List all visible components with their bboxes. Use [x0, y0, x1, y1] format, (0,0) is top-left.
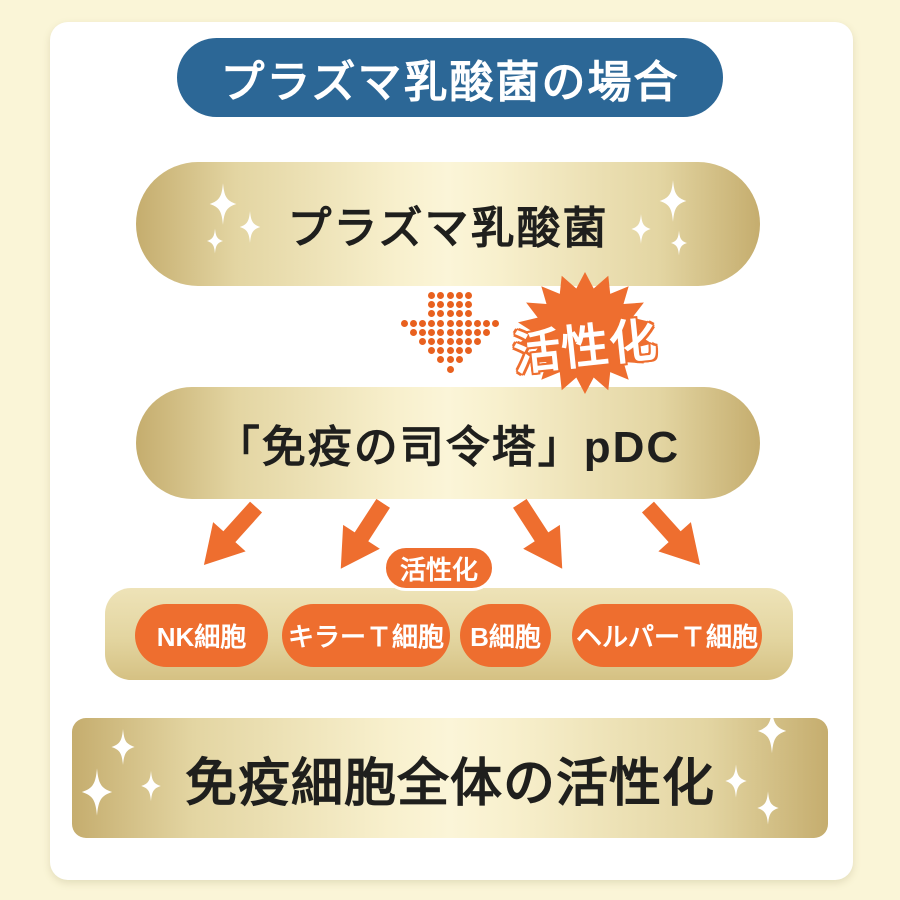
sparkle-icon: [206, 228, 224, 254]
header-banner: プラズマ乳酸菌の場合: [177, 38, 723, 117]
sparkle-icon: [724, 764, 748, 798]
activation-pill-label: 活性化: [399, 554, 478, 585]
sparkle-icon: [80, 766, 114, 818]
pdc-label: 「免疫の司令塔」pDC: [215, 423, 681, 472]
cell-label: ヘルパーＴ細胞: [575, 622, 758, 652]
source-label: プラズマ乳酸菌: [287, 204, 609, 253]
sparkle-icon: [630, 214, 652, 244]
cell-label: B細胞: [470, 622, 541, 652]
result-label: 免疫細胞全体の活性化: [184, 754, 715, 813]
dotted-down-arrow-icon: [398, 292, 502, 375]
activation-burst: 活性化: [511, 272, 660, 394]
starburst-icon: [518, 272, 652, 394]
cell-pill-killer-t: キラーＴ細胞: [282, 604, 450, 667]
sparkle-icon: [658, 180, 688, 222]
sparkle-icon: [110, 728, 136, 766]
cell-pill-b: B細胞: [460, 604, 551, 667]
down-right-arrow-icon: [501, 491, 580, 580]
down-left-arrow-icon: [322, 491, 401, 580]
cell-pill-helper-t: ヘルパーＴ細胞: [572, 604, 762, 667]
sparkle-icon: [140, 770, 162, 802]
cell-label: キラーＴ細胞: [287, 622, 444, 652]
source-pill: プラズマ乳酸菌: [136, 162, 760, 286]
sparkle-icon: [756, 706, 788, 756]
down-left-arrow-icon: [188, 492, 273, 579]
cell-label: NK細胞: [156, 622, 247, 652]
sparkle-icon: [208, 183, 238, 225]
down-right-arrow-icon: [632, 492, 717, 579]
pdc-pill: 「免疫の司令塔」pDC: [136, 387, 760, 499]
sparkle-icon: [670, 230, 688, 256]
sparkle-icon: [756, 790, 780, 826]
sparkle-icon: [238, 211, 262, 243]
result-banner: 免疫細胞全体の活性化: [72, 718, 828, 838]
cell-pill-nk: NK細胞: [135, 604, 268, 667]
header-title: プラズマ乳酸菌の場合: [220, 57, 680, 107]
activation-pill: 活性化: [383, 545, 495, 591]
